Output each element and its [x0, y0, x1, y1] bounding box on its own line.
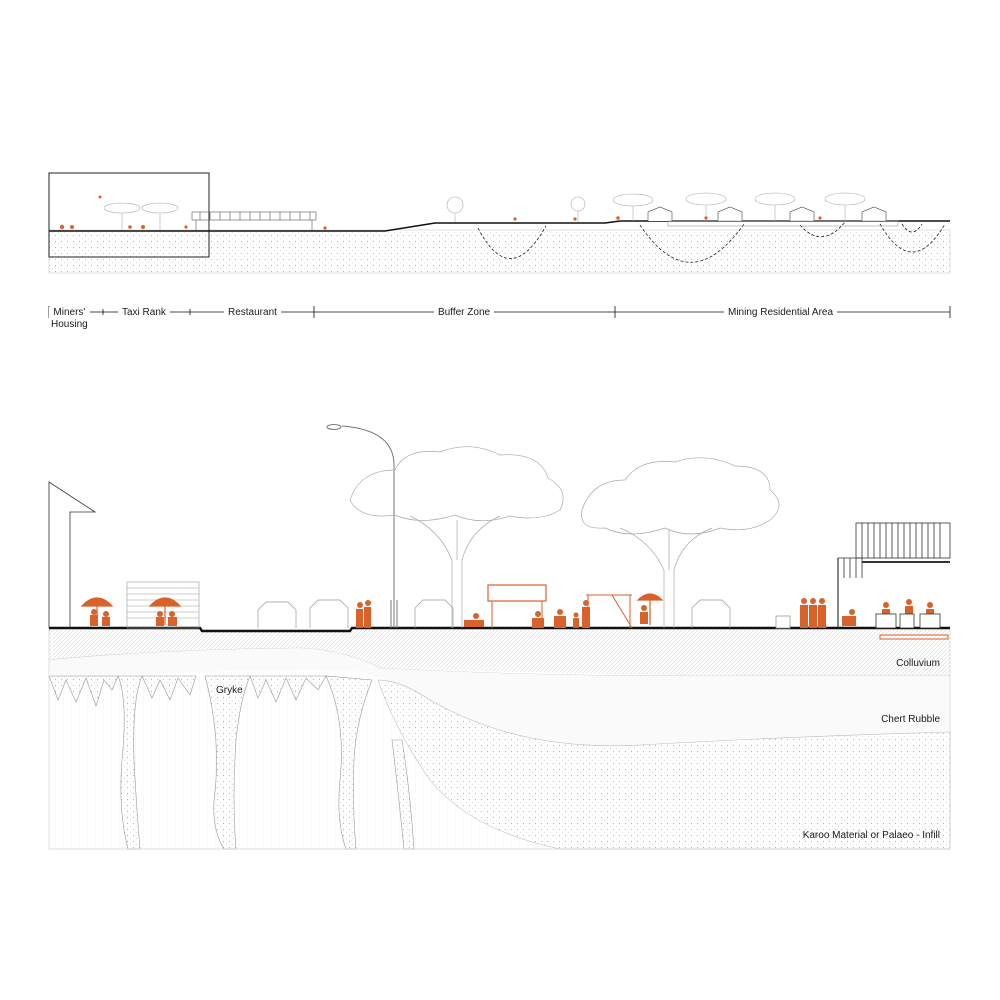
layer-label-chert-rubble: Chert Rubble — [881, 714, 940, 725]
right-building — [775, 522, 951, 629]
layer-label-gryke: Gryke — [216, 685, 243, 696]
overview-soil — [48, 229, 951, 274]
pipe-marker — [879, 634, 949, 640]
street-light — [326, 424, 398, 628]
overview-section — [48, 172, 951, 274]
overview-sinkholes — [477, 221, 946, 263]
geology — [48, 629, 951, 850]
left-building — [48, 481, 97, 628]
miners-housing-frame — [48, 172, 210, 258]
zone-label-restaurant: Restaurant — [224, 307, 281, 318]
zone-label-taxi-rank: Taxi Rank — [118, 307, 170, 318]
overview-figures — [59, 195, 822, 230]
overview-houses — [647, 206, 899, 227]
people — [90, 598, 934, 628]
restaurant-canopy — [191, 211, 317, 231]
layer-label-karoo-infill: Karoo Material or Palaeo - Infill — [802, 830, 940, 841]
overview-trees — [103, 192, 866, 230]
trees — [349, 446, 780, 628]
bedrock-layer — [49, 669, 560, 849]
gryke-cavities — [48, 675, 415, 850]
chert-rubble-layer — [49, 648, 950, 746]
colluvium-layer — [49, 629, 950, 677]
zone-label-miners-housing: Miners' Housing — [49, 307, 90, 331]
layer-label-colluvium: Colluvium — [896, 658, 940, 669]
cars — [257, 599, 731, 628]
zone-label-buffer-zone: Buffer Zone — [434, 307, 495, 318]
zone-label-mining-residential-area: Mining Residential Area — [724, 307, 838, 318]
